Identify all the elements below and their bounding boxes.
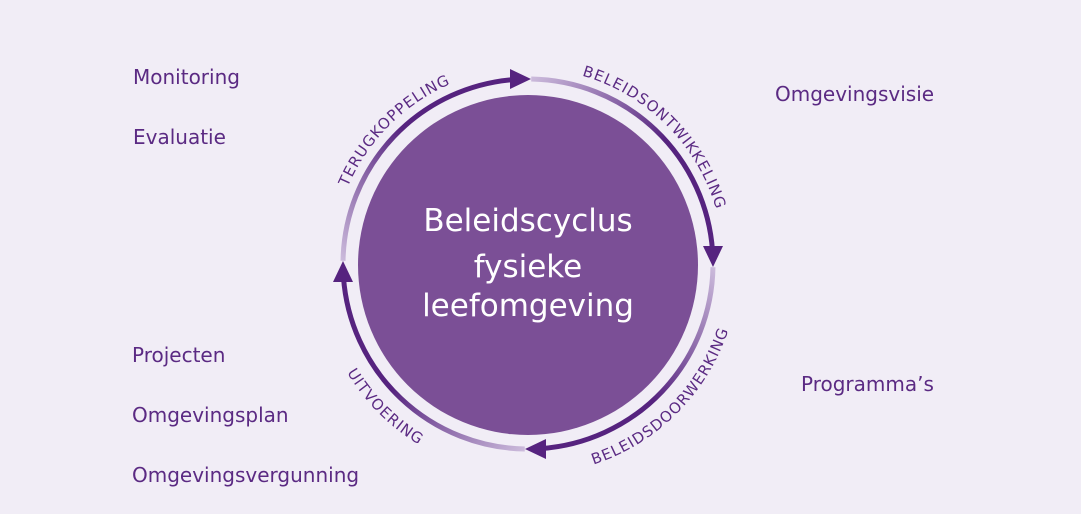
arc-terugkoppeling xyxy=(340,76,516,261)
center-title-line-2: fysieke xyxy=(474,249,582,285)
label-programmas: Programma’s xyxy=(801,372,934,396)
center-title-line-1: Beleidscyclus xyxy=(423,203,632,239)
center-title-line-3: leefomgeving xyxy=(422,288,634,324)
arrowhead-icon xyxy=(525,439,546,459)
arc-uitvoering xyxy=(340,276,525,452)
label-omgevingsvisie: Omgevingsvisie xyxy=(775,82,935,106)
arrowhead-icon xyxy=(333,261,353,282)
label-omgevingsplan: Omgevingsplan xyxy=(132,403,289,427)
arc-beleidsontwikkeling xyxy=(531,76,716,252)
label-projecten: Projecten xyxy=(132,343,226,367)
arrowhead-icon xyxy=(703,246,723,267)
label-omgevingsvergunning: Omgevingsvergunning xyxy=(132,463,360,487)
arrowhead-icon xyxy=(510,69,531,89)
label-monitoring: Monitoring xyxy=(133,65,240,89)
label-evaluatie: Evaluatie xyxy=(133,125,226,149)
center-circle xyxy=(358,95,698,435)
arc-beleidsdoorwerking xyxy=(540,267,716,452)
